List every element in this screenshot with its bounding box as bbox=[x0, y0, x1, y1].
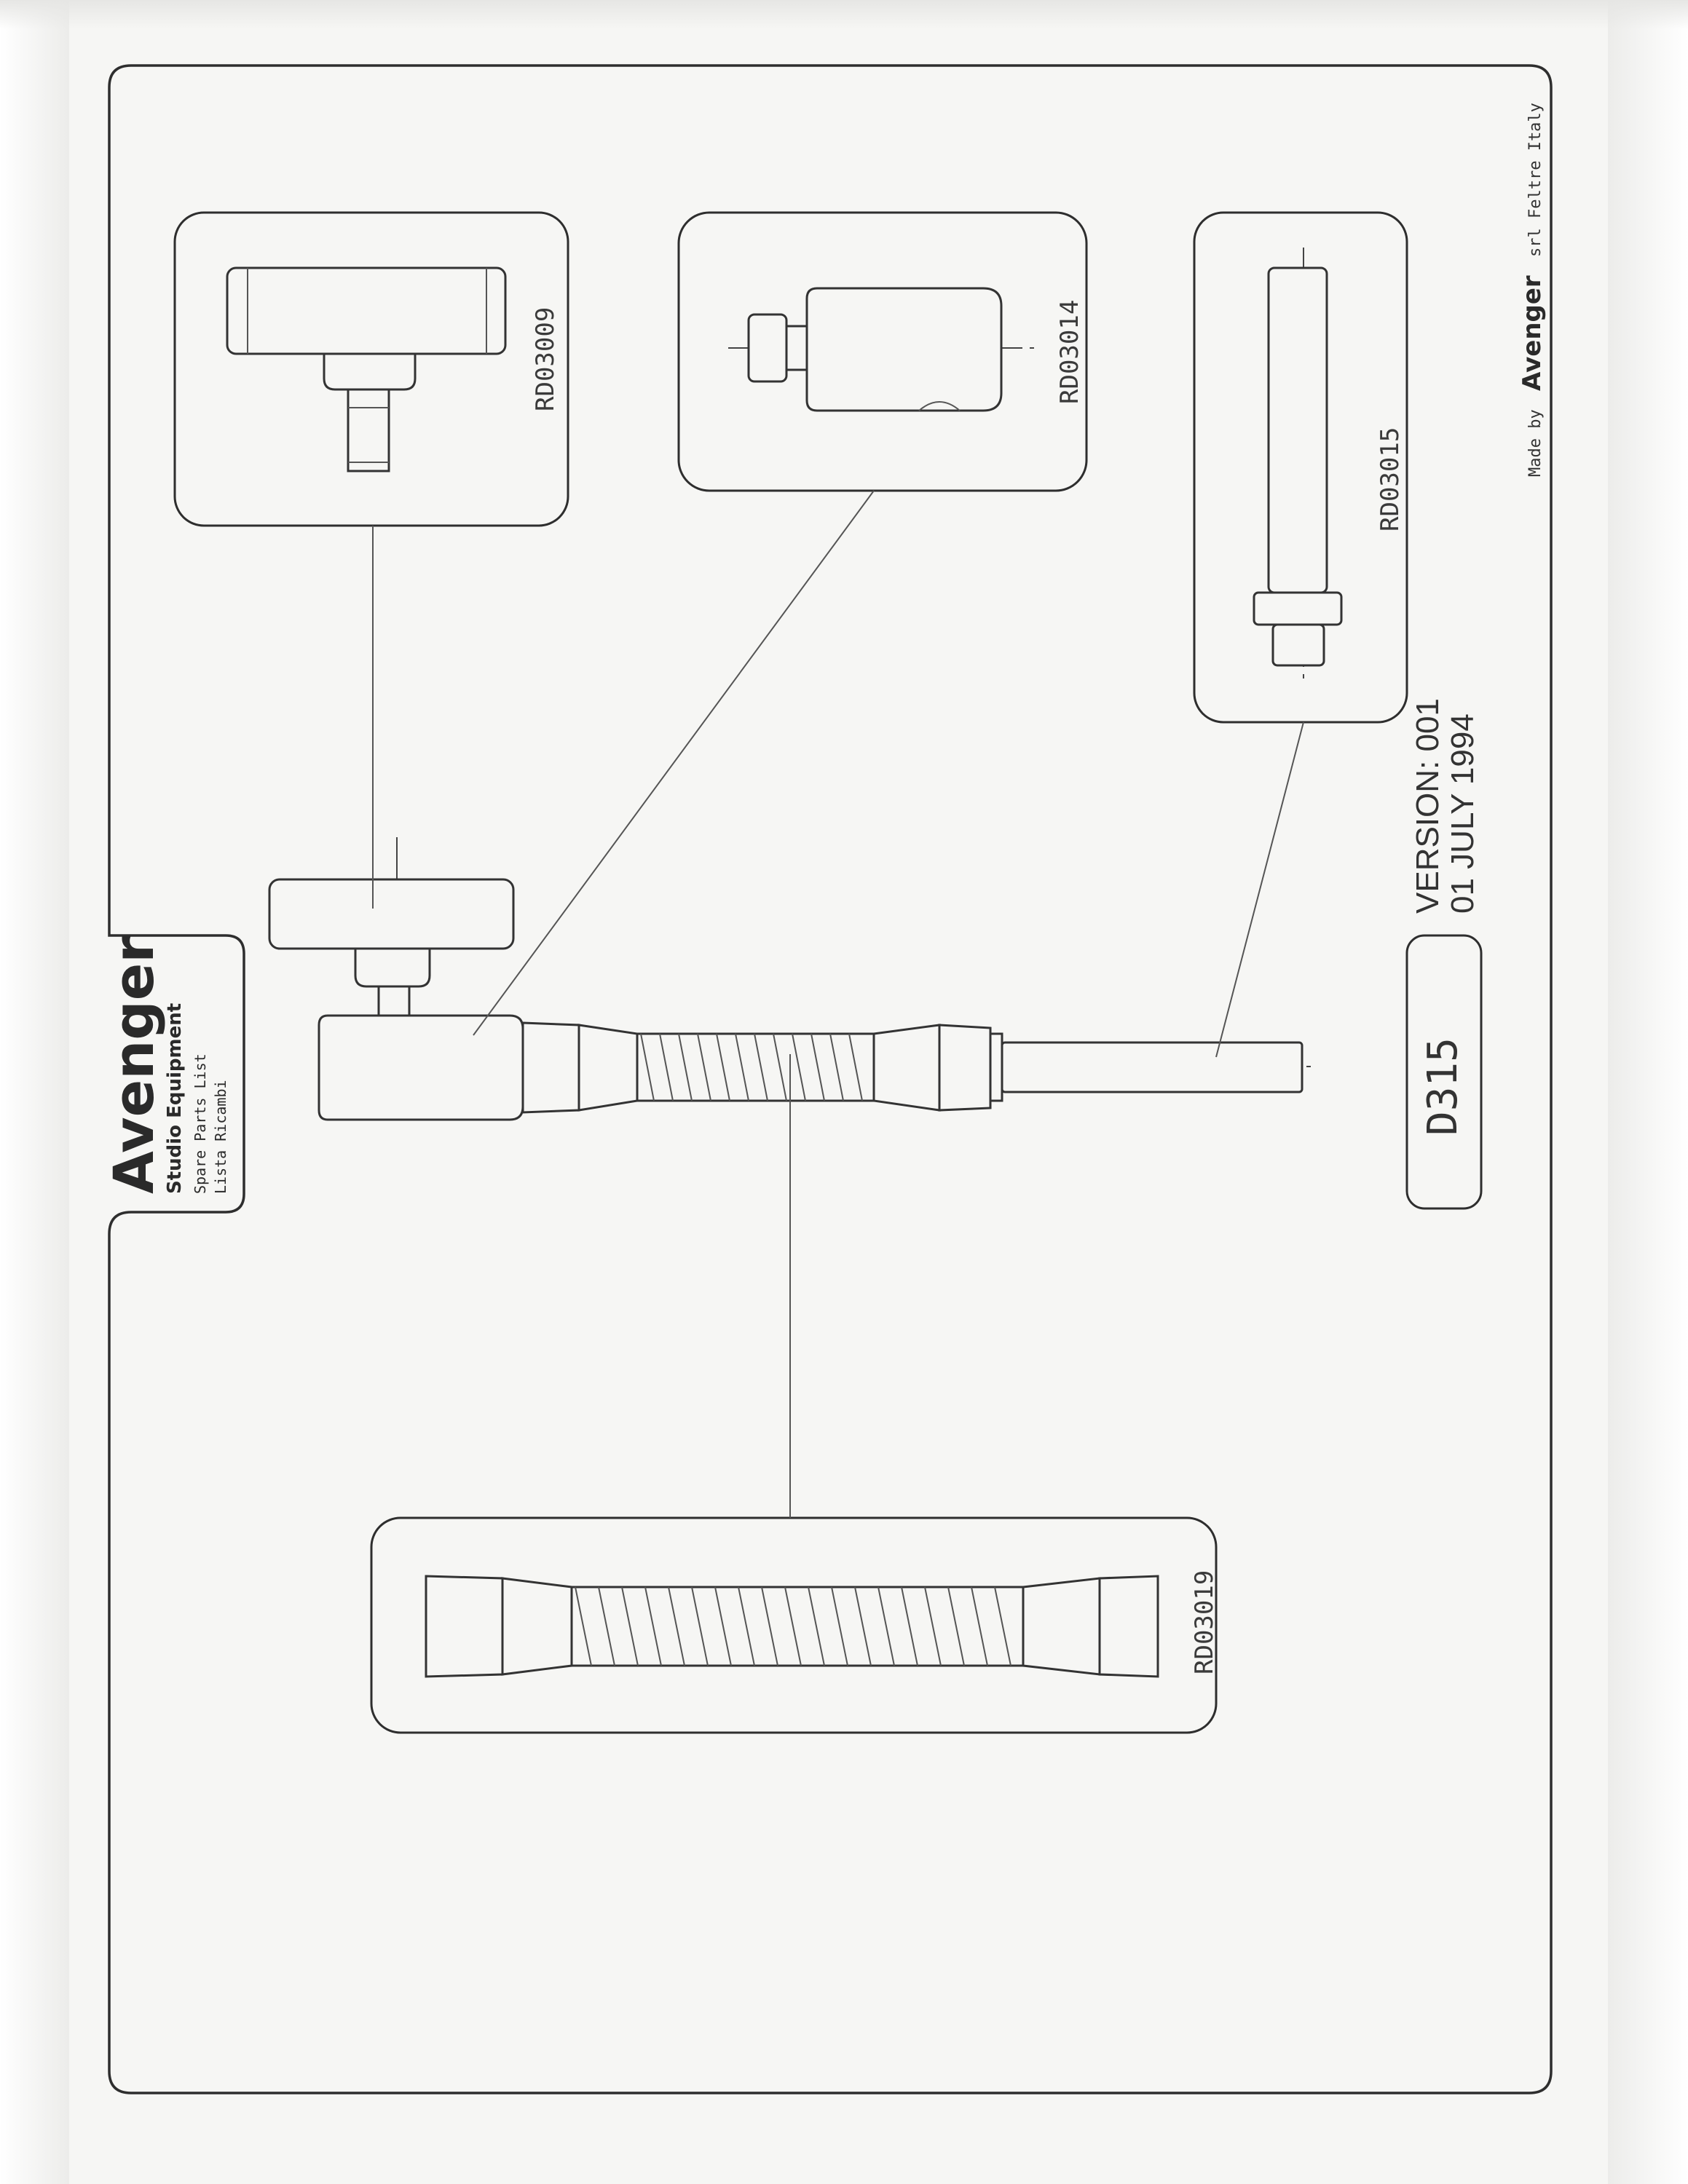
knob-collar bbox=[323, 352, 417, 391]
leader-clamp-body bbox=[473, 490, 875, 1036]
flex-end-cap-left bbox=[425, 1575, 504, 1678]
assembly-knob-collar bbox=[354, 947, 431, 988]
detail-box-knob: RD03009 bbox=[173, 211, 569, 527]
flex-spiral-section bbox=[570, 1586, 1025, 1667]
maker-brand: Avenger bbox=[1518, 275, 1547, 391]
assembly-clamp-body bbox=[318, 1014, 524, 1121]
flex-end-cap-right bbox=[1098, 1575, 1159, 1678]
detail-box-clamp-body: RD03014 bbox=[677, 211, 1088, 492]
knob-handle bbox=[226, 266, 507, 355]
pin-tip bbox=[1271, 623, 1325, 667]
flex-taper-left bbox=[501, 1577, 573, 1676]
assembly-flex-taper-top bbox=[577, 1024, 639, 1112]
assembly-spiral-lines bbox=[640, 1033, 863, 1101]
clamp-bolt bbox=[747, 313, 788, 383]
assembly-flex-spiral bbox=[636, 1032, 875, 1102]
brand-line-ricambi: Lista Ricambi bbox=[212, 1080, 229, 1194]
part-code: RD03015 bbox=[1376, 427, 1405, 531]
detail-box-flex-arm: RD03019 bbox=[370, 1516, 1219, 1734]
flex-spiral-lines bbox=[575, 1586, 1011, 1666]
model-box: D315 bbox=[1405, 934, 1483, 1210]
part-code: RD03014 bbox=[1055, 300, 1084, 404]
version-block: VERSION: 001 01 JULY 1994 bbox=[1410, 698, 1480, 914]
scan-edge-left bbox=[0, 0, 69, 2184]
maker-prefix: Made by bbox=[1526, 409, 1545, 477]
assembly-hex bbox=[989, 1032, 1003, 1102]
pin-shaft bbox=[1267, 266, 1328, 594]
brand-line-spare-parts: Spare Parts List bbox=[192, 1053, 209, 1194]
leader-lines bbox=[372, 490, 1304, 1518]
scan-edge-top bbox=[0, 0, 1688, 29]
flex-taper-right bbox=[1022, 1577, 1101, 1676]
pin-hex bbox=[1253, 591, 1343, 626]
sheet-frame bbox=[108, 64, 1553, 2094]
assembly-knob-stem bbox=[377, 985, 411, 1017]
leader-pin bbox=[1215, 721, 1304, 1058]
model-code: D315 bbox=[1419, 1037, 1467, 1136]
assembly-pin bbox=[1001, 1041, 1304, 1093]
knob-thread bbox=[347, 388, 390, 472]
clamp-cylinder bbox=[805, 287, 1003, 412]
detail-box-pin: RD03015 bbox=[1193, 211, 1408, 724]
maker-suffix: srl Feltre Italy bbox=[1526, 103, 1545, 257]
assembly-flex-cap-top bbox=[521, 1021, 580, 1114]
clamp-bolt-neck bbox=[785, 325, 808, 371]
version-label: VERSION: 001 bbox=[1410, 698, 1446, 914]
brand-name: Avenger bbox=[101, 935, 166, 1194]
assembly-knob-handle bbox=[268, 878, 515, 950]
brand-subtitle: Studio Equipment bbox=[164, 1003, 186, 1194]
brand-block: Avenger Studio Equipment Spare Parts Lis… bbox=[101, 935, 229, 1194]
maker-line: Made by Avenger srl Feltre Italy bbox=[1518, 103, 1547, 477]
assembly-flex-taper-bottom bbox=[872, 1024, 941, 1112]
part-code: RD03009 bbox=[531, 307, 560, 411]
part-code: RD03019 bbox=[1190, 1570, 1219, 1674]
assembly-flex-cap-bottom bbox=[938, 1024, 992, 1112]
scan-edge-right bbox=[1608, 0, 1688, 2184]
version-date: 01 JULY 1994 bbox=[1445, 713, 1480, 914]
main-assembly bbox=[268, 837, 1314, 1121]
